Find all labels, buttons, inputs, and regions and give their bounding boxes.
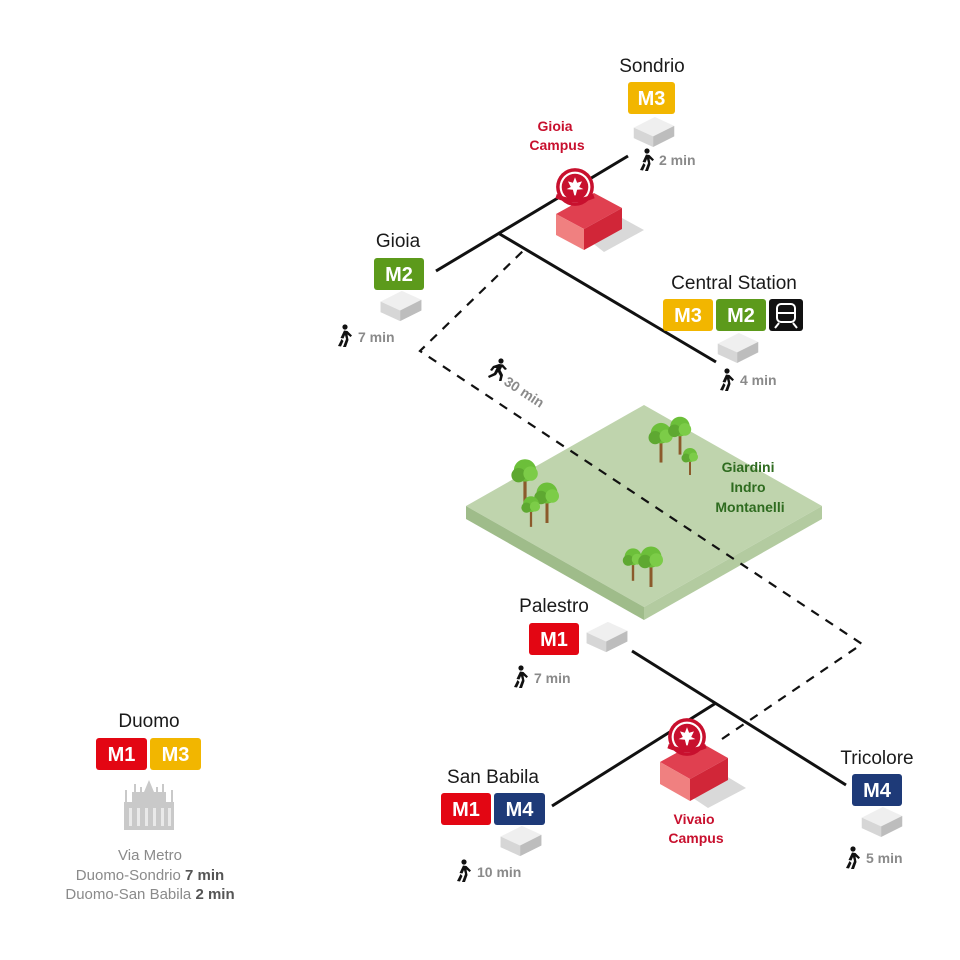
m1-line-badge-label: M1 (540, 629, 568, 651)
park-name: Giardini Indro Montanelli (715, 459, 784, 515)
metro-entrance-icon (586, 621, 628, 653)
m1-line-badge: M1 (96, 738, 147, 770)
m4-line-badge-label: M4 (863, 780, 892, 802)
gioia-campus-label-line2: Campus (529, 137, 584, 153)
campus-building-top (556, 193, 622, 229)
vivaio-campus-label-line2: Campus (668, 830, 723, 846)
walking-person-icon (514, 665, 528, 688)
duomo-note-line3-route: Duomo-San Babila (65, 886, 195, 903)
walk-time-san-babila: 10 min (477, 864, 521, 880)
station-name-palestro: Palestro (519, 596, 589, 617)
walking-person-icon (338, 324, 352, 347)
m1-line-badge-label: M1 (452, 799, 480, 821)
m3-line-badge: M3 (628, 82, 675, 114)
campus-shadow (586, 218, 644, 252)
route-junction-central (497, 231, 717, 364)
station-name-tricolore: Tricolore (840, 748, 913, 769)
station-duomo[interactable]: Duomo M1 M3 (96, 711, 201, 830)
park-name-line2: Indro (731, 479, 766, 495)
duomo-note-line2-time: 7 min (185, 867, 224, 884)
campus-building-right (690, 758, 728, 801)
m2-line-badge-label: M2 (727, 305, 755, 327)
m3-line-badge: M3 (150, 738, 201, 770)
park-name-line1: Giardini (722, 459, 775, 475)
duomo-note-line1: Via Metro (118, 847, 182, 864)
gioia-campus-label: Gioia Campus (529, 118, 584, 153)
station-central[interactable]: Central Station M3 M2 4 min (663, 273, 803, 391)
walking-person-icon (457, 859, 471, 882)
station-san-babila[interactable]: San Babila M1 M4 10 min (441, 767, 545, 882)
m4-line-badge-label: M4 (506, 799, 535, 821)
station-palestro[interactable]: Palestro M1 7 min (514, 596, 628, 688)
station-name-sondrio: Sondrio (619, 56, 685, 77)
walking-person-icon (846, 846, 860, 869)
gioia-campus-label-line1: Gioia (538, 118, 573, 134)
running-route-label: 30 min (488, 358, 547, 411)
walk-time-central: 4 min (740, 372, 777, 388)
running-route (418, 248, 864, 740)
m1-line-badge-label: M1 (108, 744, 136, 766)
park-side-right (644, 506, 822, 620)
metro-entrance-icon (380, 290, 422, 322)
m3-line-badge-label: M3 (638, 88, 666, 110)
m4-line-badge: M4 (494, 793, 545, 825)
gioia-campus: Gioia Campus (529, 118, 644, 252)
m2-line-badge-label: M2 (385, 264, 413, 286)
duomo-travel-note: Via Metro Duomo-Sondrio 7 min Duomo-San … (65, 847, 234, 903)
station-name-central: Central Station (671, 273, 797, 294)
vivaio-campus: Vivaio Campus (660, 718, 746, 846)
duomo-cathedral-icon (124, 780, 174, 830)
train-icon (769, 299, 803, 331)
campus-building-left (556, 214, 584, 250)
vivaio-campus-label: Vivaio Campus (668, 811, 723, 846)
campus-building-left (660, 762, 690, 801)
school-emblem-icon (667, 718, 707, 756)
station-gioia[interactable]: Gioia M2 7 min (338, 231, 424, 347)
duomo-note-line2-route: Duomo-Sondrio (76, 867, 185, 884)
park-area: Giardini Indro Montanelli (466, 405, 822, 620)
station-name-san-babila: San Babila (447, 767, 539, 788)
duomo-note-line3-time: 2 min (195, 886, 234, 903)
duomo-note-line2: Duomo-Sondrio 7 min (76, 867, 224, 884)
walk-time-palestro: 7 min (534, 670, 571, 686)
m1-line-badge: M1 (441, 793, 491, 825)
campus-building-top (660, 741, 728, 779)
station-name-gioia: Gioia (376, 231, 421, 252)
m2-line-badge: M2 (716, 299, 766, 331)
route-gioia-sondrio (435, 154, 629, 273)
m1-line-badge: M1 (529, 623, 579, 655)
walking-person-icon (720, 368, 734, 391)
metro-entrance-icon (633, 117, 675, 147)
m3-line-badge-label: M3 (674, 305, 702, 327)
walk-time-tricolore: 5 min (866, 850, 903, 866)
park-side-left (466, 506, 644, 620)
duomo-note-line3: Duomo-San Babila 2 min (65, 886, 234, 903)
station-sondrio[interactable]: Sondrio M3 2 min (619, 56, 696, 171)
walk-time-gioia: 7 min (358, 329, 395, 345)
metro-entrance-icon (500, 825, 542, 857)
metro-entrance-icon (861, 807, 903, 837)
running-route-time: 30 min (501, 373, 547, 411)
m4-line-badge: M4 (852, 774, 902, 806)
m2-line-badge: M2 (374, 258, 424, 290)
walk-time-sondrio: 2 min (659, 152, 696, 168)
campus-building-right (584, 208, 622, 250)
m3-line-badge: M3 (663, 299, 713, 331)
vivaio-campus-label-line1: Vivaio (674, 811, 715, 827)
school-emblem-icon (555, 168, 595, 206)
station-name-duomo: Duomo (118, 711, 179, 732)
station-tricolore[interactable]: Tricolore M4 5 min (840, 748, 914, 869)
metro-entrance-icon (717, 333, 759, 363)
park-name-line3: Montanelli (715, 499, 784, 515)
runner-icon (488, 358, 507, 381)
m3-line-badge-label: M3 (162, 744, 190, 766)
walking-person-icon (640, 148, 654, 171)
route-palestro-tricolore (631, 649, 847, 787)
campus-shadow (690, 776, 746, 808)
